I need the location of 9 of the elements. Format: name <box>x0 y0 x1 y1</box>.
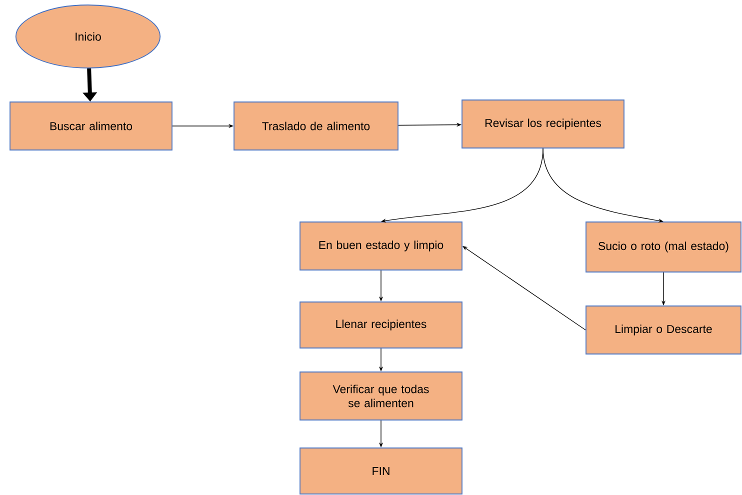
process-box: En buen estado y limpio <box>300 222 462 270</box>
process-box: FIN <box>300 448 462 494</box>
process-box: Verificar que todas se alimenten <box>300 372 462 420</box>
process-box: Traslado de alimento <box>234 102 398 150</box>
process-box: Sucio o roto (mal estado) <box>586 222 742 272</box>
process-box: Llenar recipientes <box>300 302 462 348</box>
process-box: Buscar alimento <box>10 102 172 150</box>
process-box: Limpiar o Descarte <box>586 306 742 354</box>
process-box: Revisar los recipientes <box>462 100 624 148</box>
